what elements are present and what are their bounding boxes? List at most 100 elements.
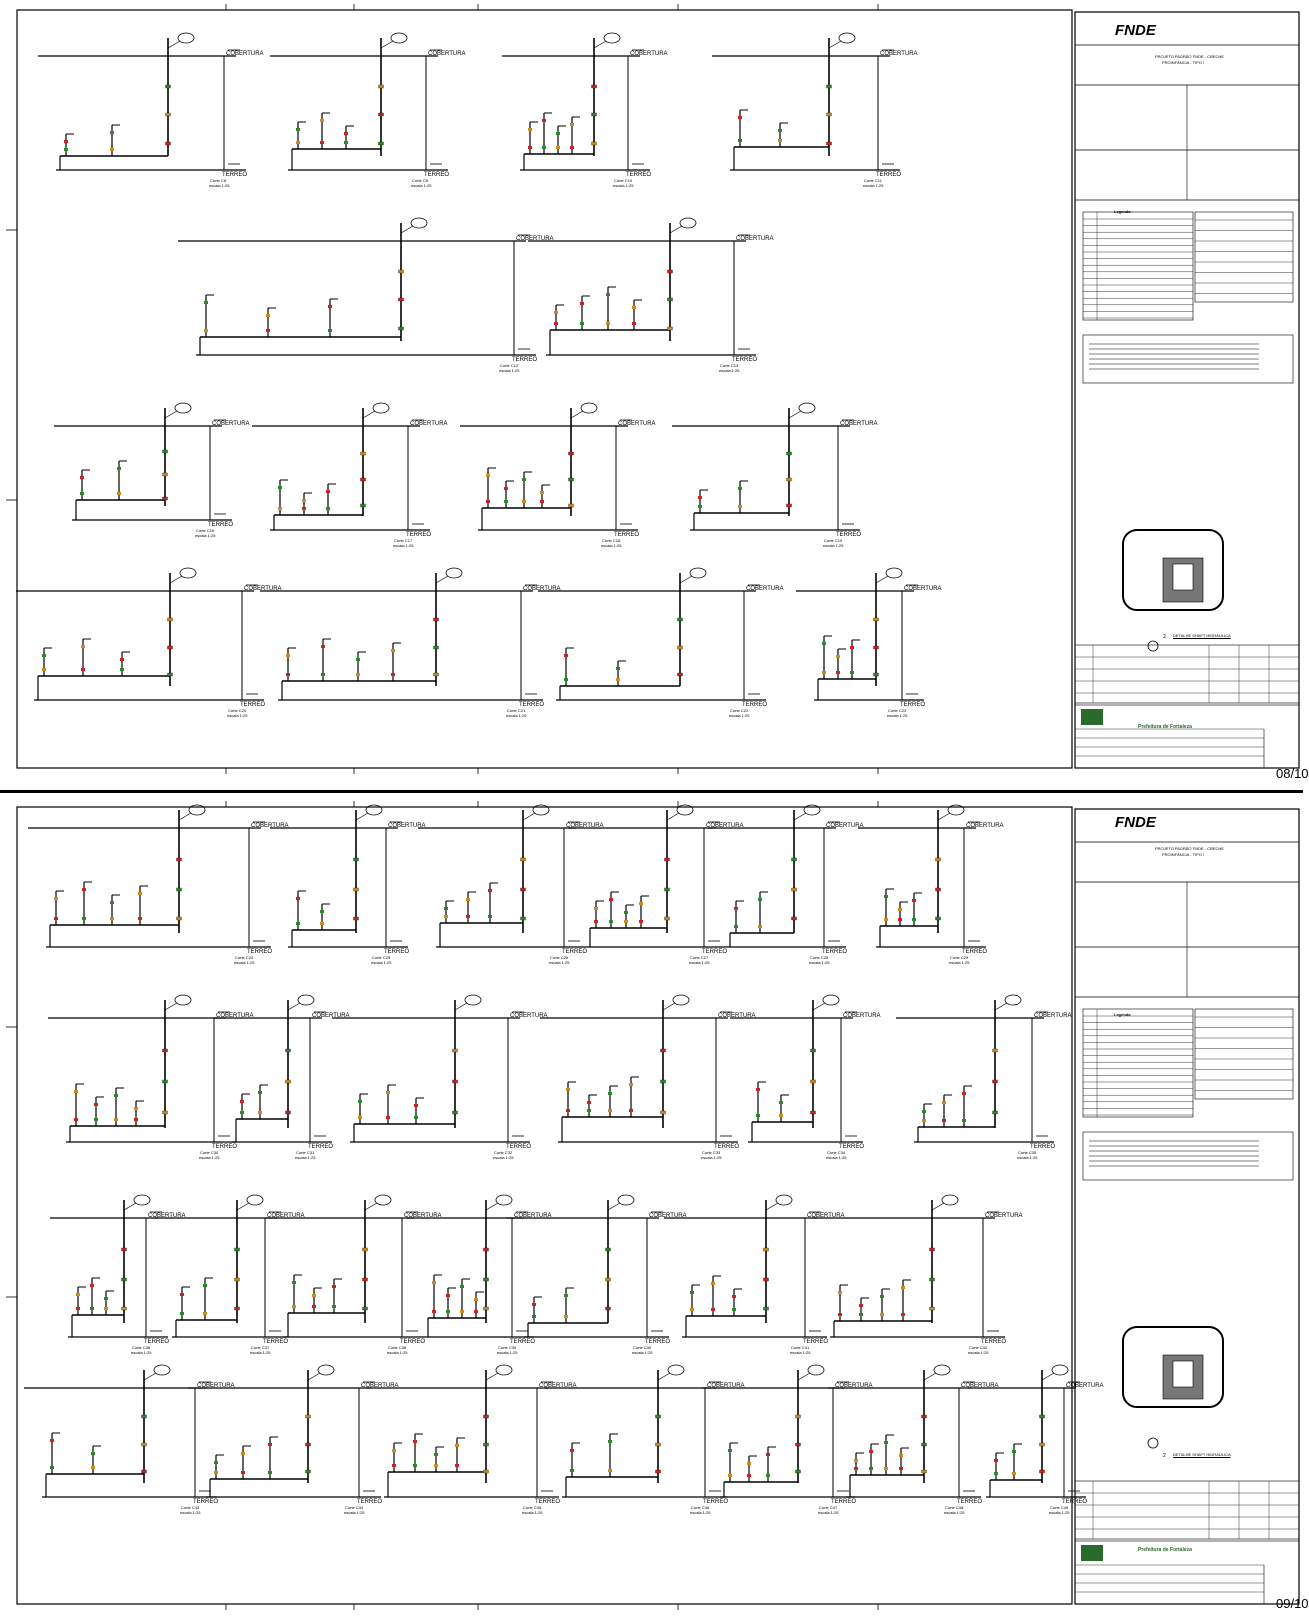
cobertura-label: COBERTURA xyxy=(251,823,289,829)
fixture-marker xyxy=(80,476,84,479)
fixture-marker xyxy=(320,141,324,144)
callout-bubble xyxy=(807,1364,825,1376)
detail-number-circle xyxy=(1147,640,1159,652)
sheet-1-number: 08/10 xyxy=(1276,766,1309,781)
partner-logo-mark xyxy=(1081,1545,1103,1561)
valve-marker xyxy=(795,1469,801,1474)
valve-marker xyxy=(353,857,359,862)
callout-bubble xyxy=(803,804,821,816)
fixture-marker xyxy=(570,1469,574,1472)
callout-leader xyxy=(662,1002,676,1011)
terreo-label: TERREO xyxy=(839,1144,865,1150)
valve-marker xyxy=(810,1110,816,1115)
notes-box xyxy=(1082,1131,1294,1181)
cobertura-label: COBERTURA xyxy=(618,421,656,427)
fixture-marker xyxy=(822,642,826,645)
fixture-marker xyxy=(446,1310,450,1313)
valve-marker xyxy=(234,1306,240,1311)
callout-leader xyxy=(679,575,693,584)
valve-marker xyxy=(935,887,941,892)
drawing-sheet-2: 09/10 xyxy=(0,797,1309,1616)
valve-marker xyxy=(667,326,673,331)
valve-marker xyxy=(935,916,941,921)
callout-bubble xyxy=(174,402,192,414)
fixture-marker xyxy=(358,1100,362,1103)
valve-marker xyxy=(162,1110,168,1115)
fixture-marker xyxy=(522,500,526,503)
cut-title: Corte C35 xyxy=(1018,1150,1037,1155)
fixture-marker xyxy=(241,1471,245,1474)
fixture-marker xyxy=(758,898,762,901)
valve-marker xyxy=(591,84,597,89)
valve-marker xyxy=(121,1306,127,1311)
fixture-marker xyxy=(854,1459,858,1462)
terreo-label: TERREO xyxy=(957,1499,983,1505)
callout-bubble xyxy=(580,402,598,414)
valve-marker xyxy=(520,887,526,892)
terreo-label: TERREO xyxy=(803,1339,829,1345)
fixture-marker xyxy=(880,1295,884,1298)
revision-table xyxy=(1074,1480,1300,1540)
fixture-marker xyxy=(629,1109,633,1112)
fixture-marker xyxy=(758,925,762,928)
fixture-marker xyxy=(632,306,636,309)
valve-marker xyxy=(655,1414,661,1419)
callout-leader xyxy=(164,1002,178,1011)
fixture-marker xyxy=(564,654,568,657)
callout-bubble xyxy=(933,1364,951,1376)
valve-marker xyxy=(433,672,439,677)
shaft-detail-outline xyxy=(1122,529,1224,611)
valve-marker xyxy=(520,916,526,921)
cut-scale-label: escala 1:25 xyxy=(632,1350,653,1355)
valve-marker xyxy=(362,1247,368,1252)
terreo-label: TERREO xyxy=(222,172,248,178)
cut-scale-label: escala 1:25 xyxy=(1017,1155,1038,1160)
fixture-marker xyxy=(608,1469,612,1472)
valve-marker xyxy=(664,857,670,862)
callout-leader xyxy=(812,1002,826,1011)
title-block-1-legend-heading: Legenda xyxy=(1114,209,1131,214)
terreo-label: TERREO xyxy=(424,172,450,178)
valve-marker xyxy=(176,857,182,862)
cut-scale-label: escala 1:25 xyxy=(823,543,844,548)
title-block-2-detail-title: DETALHE SHAFT HIDRÁULICA xyxy=(1173,1452,1231,1457)
fixture-marker xyxy=(942,1119,946,1122)
legend-symbols-table xyxy=(1194,211,1294,303)
terreo-label: TERREO xyxy=(1062,1499,1088,1505)
callout-leader xyxy=(380,40,394,49)
terreo-label: TERREO xyxy=(626,172,652,178)
fixture-marker xyxy=(321,673,325,676)
fixture-marker xyxy=(326,507,330,510)
shaft-detail-opening xyxy=(1172,1360,1194,1388)
fixture-marker xyxy=(286,673,290,676)
fixture-marker xyxy=(728,1474,732,1477)
callout-leader xyxy=(485,1372,499,1381)
valve-marker xyxy=(398,297,404,302)
valve-marker xyxy=(362,1277,368,1282)
fixture-marker xyxy=(432,1281,436,1284)
cut-scale-label: escala 1:25 xyxy=(690,1510,711,1515)
title-block-2-project-line-2: PROINFÂNCIA - TIPO I xyxy=(1162,852,1205,857)
fixture-marker xyxy=(609,898,613,901)
callout-bubble xyxy=(188,804,206,816)
valve-marker xyxy=(591,141,597,146)
fixture-marker xyxy=(616,667,620,670)
terreo-label: TERREO xyxy=(247,949,273,955)
sheet-1-drawing xyxy=(6,4,1300,774)
cut-scale-label: escala 1:25 xyxy=(818,1510,839,1515)
valve-marker xyxy=(810,1048,816,1053)
cut-title: Corte C39 xyxy=(498,1345,517,1350)
fixture-marker xyxy=(942,1101,946,1104)
cut-title: Corte C25 xyxy=(372,955,391,960)
cobertura-label: COBERTURA xyxy=(404,1213,442,1219)
valve-marker xyxy=(165,141,171,146)
terreo-label: TERREO xyxy=(240,702,266,708)
cut-scale-label: escala 1:25 xyxy=(344,1510,365,1515)
callout-leader xyxy=(570,410,584,419)
fixture-marker xyxy=(880,1313,884,1316)
cut-title: Corte C20 xyxy=(228,708,247,713)
terreo-label: TERREO xyxy=(510,1339,536,1345)
cobertura-label: COBERTURA xyxy=(826,823,864,829)
fixture-marker xyxy=(258,1091,262,1094)
fixture-marker xyxy=(616,678,620,681)
